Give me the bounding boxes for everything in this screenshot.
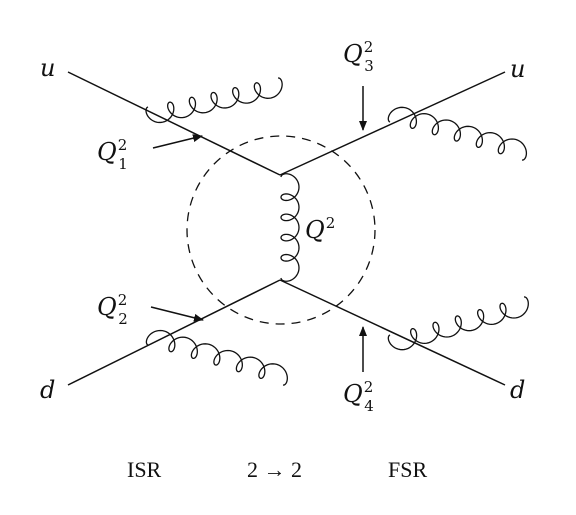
- isr-caption: ISR: [127, 457, 162, 482]
- u-outgoing-line: [279, 71, 506, 176]
- q2-arrow: [150, 306, 204, 322]
- d-out-label: d: [510, 376, 525, 404]
- q1-arrow: [152, 134, 203, 149]
- hard-scale-label: Q2: [305, 214, 335, 244]
- exchange-gluon: [280, 173, 300, 282]
- fsr-gluon-top: [387, 106, 528, 161]
- u-in-label: u: [40, 54, 55, 82]
- d-in-label: d: [40, 376, 55, 404]
- hard-process-circle: [186, 135, 376, 325]
- isr-gluon-bottom: [145, 329, 288, 386]
- isr-gluon-top: [145, 77, 283, 124]
- u-incoming-line: [67, 71, 281, 176]
- fsr-caption: FSR: [388, 457, 427, 482]
- d-incoming-line: [67, 279, 281, 386]
- u-out-label: u: [510, 55, 525, 83]
- hard-process-caption: 2 → 2: [247, 457, 302, 482]
- fsr-gluon-bottom: [387, 296, 529, 351]
- d-outgoing-line: [279, 279, 506, 386]
